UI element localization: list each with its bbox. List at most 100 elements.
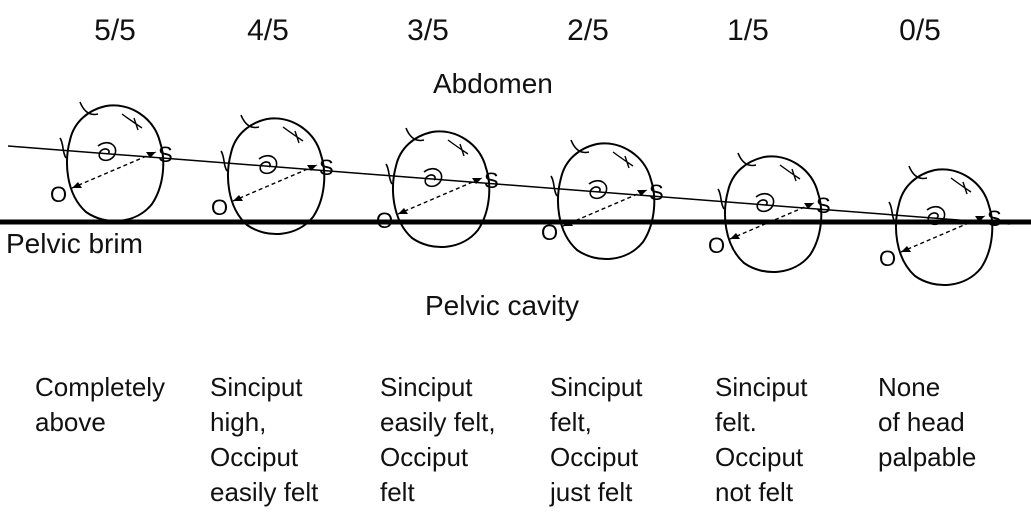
description-line: easily felt, (380, 407, 496, 437)
sinciput-marker-label: S (649, 180, 664, 205)
description-line: felt, (550, 407, 592, 437)
sinciput-marker-label: S (158, 142, 173, 167)
ear-icon (588, 179, 608, 200)
neck-curve (59, 137, 67, 159)
suture-detail (950, 177, 972, 195)
occiput-marker-label: O (376, 208, 393, 233)
sinciput-reference-line (7, 145, 1011, 225)
brow-curve (405, 127, 425, 142)
fetal-head-2: OS (211, 114, 334, 236)
description-line: easily felt (210, 477, 319, 507)
brow-curve (570, 139, 590, 154)
arrowhead-sinciput-icon (307, 165, 317, 171)
fetal-head-5: OS (708, 152, 831, 274)
fraction-5-of-5: 5/5 (94, 14, 136, 47)
description-line: Sinciput (550, 372, 643, 402)
neck-curve (888, 201, 896, 223)
description-line: Occiput (210, 442, 299, 472)
description-line: Sinciput (715, 372, 808, 402)
fraction-1-of-5: 1/5 (727, 14, 769, 47)
occipitofrontal-diameter (562, 189, 648, 227)
neck-curve (385, 163, 393, 185)
sinciput-marker-label: S (319, 155, 334, 180)
fetal-head-3: OS (376, 127, 499, 249)
brow-curve (908, 165, 928, 180)
fraction-2-of-5: 2/5 (567, 14, 609, 47)
ear-icon (926, 205, 946, 226)
ear-icon (423, 167, 443, 188)
occiput-marker-label: O (879, 246, 896, 271)
fraction-3-of-5: 3/5 (407, 14, 449, 47)
occipitofrontal-diameter (900, 215, 986, 253)
arrowhead-sinciput-icon (472, 178, 482, 184)
description-line: Completely (35, 372, 166, 402)
pelvic-cavity-label: Pelvic cavity (425, 290, 580, 321)
description-5-of-5: Completely above (35, 370, 165, 440)
occipitofrontal-diameter (71, 151, 157, 189)
occipitofrontal-diameter (397, 177, 483, 215)
suture-detail (447, 139, 469, 157)
description-3-of-5: Sinciput easily felt, Occiput felt (380, 370, 496, 510)
description-1-of-5: Sinciput felt. Occiput not felt (715, 370, 808, 510)
brow-curve (737, 152, 757, 167)
description-line: Sinciput (380, 372, 473, 402)
skull-outline (66, 104, 165, 223)
suture-detail (121, 113, 143, 131)
arrowhead-sinciput-icon (975, 216, 985, 222)
skull-outline (557, 142, 656, 261)
skull-outline (895, 168, 994, 287)
occiput-marker-label: O (708, 233, 725, 258)
skull-outline (724, 155, 823, 274)
suture-detail (612, 151, 634, 169)
fetal-head-1: OS (50, 101, 173, 223)
description-line: felt (380, 477, 415, 507)
skull-outline (392, 130, 491, 249)
ear-icon (755, 192, 775, 213)
occipitofrontal-diameter (232, 164, 318, 202)
neck-curve (717, 188, 725, 210)
neck-curve (550, 175, 558, 197)
skull-outline (227, 117, 326, 236)
arrowhead-occiput-icon (901, 246, 911, 252)
ear-icon (97, 141, 117, 162)
brow-curve (79, 101, 99, 116)
arrowhead-occiput-icon (233, 195, 243, 201)
sinciput-marker-label: S (816, 193, 831, 218)
description-line: just felt (550, 477, 633, 507)
suture-detail (779, 164, 801, 182)
description-line: Sinciput (210, 372, 303, 402)
occiput-marker-label: O (211, 195, 228, 220)
description-4-of-5: Sinciput high, Occiput easily felt (210, 370, 318, 510)
description-line: high, (210, 407, 267, 437)
pelvic-brim-label: Pelvic brim (6, 228, 143, 259)
arrowhead-sinciput-icon (637, 190, 647, 196)
sinciput-marker-label: S (484, 168, 499, 193)
description-line: of head (878, 407, 965, 437)
description-line: felt. (715, 407, 757, 437)
arrowhead-occiput-icon (563, 220, 573, 226)
description-line: Occiput (715, 442, 804, 472)
description-line: Occiput (380, 442, 469, 472)
neck-curve (220, 150, 228, 172)
ear-icon (258, 154, 278, 175)
description-line: None (878, 372, 941, 402)
arrowhead-sinciput-icon (804, 203, 814, 209)
description-line: palpable (878, 442, 977, 472)
occiput-marker-label: O (541, 220, 558, 245)
fetal-head-6: OS (879, 165, 1002, 287)
occipitofrontal-diameter (729, 202, 815, 240)
arrowhead-sinciput-icon (146, 152, 156, 158)
occiput-marker-label: O (50, 182, 67, 207)
suture-detail (282, 126, 304, 144)
description-line: above (35, 407, 106, 437)
description-0-of-5: None of head palpable (878, 370, 976, 475)
sinciput-marker-label: S (987, 206, 1002, 231)
description-2-of-5: Sinciput felt, Occiput just felt (550, 370, 643, 510)
brow-curve (240, 114, 260, 129)
arrowhead-occiput-icon (730, 233, 740, 239)
description-line: not felt (715, 477, 794, 507)
description-line: Occiput (550, 442, 639, 472)
fetal-head-4: OS (541, 139, 664, 261)
